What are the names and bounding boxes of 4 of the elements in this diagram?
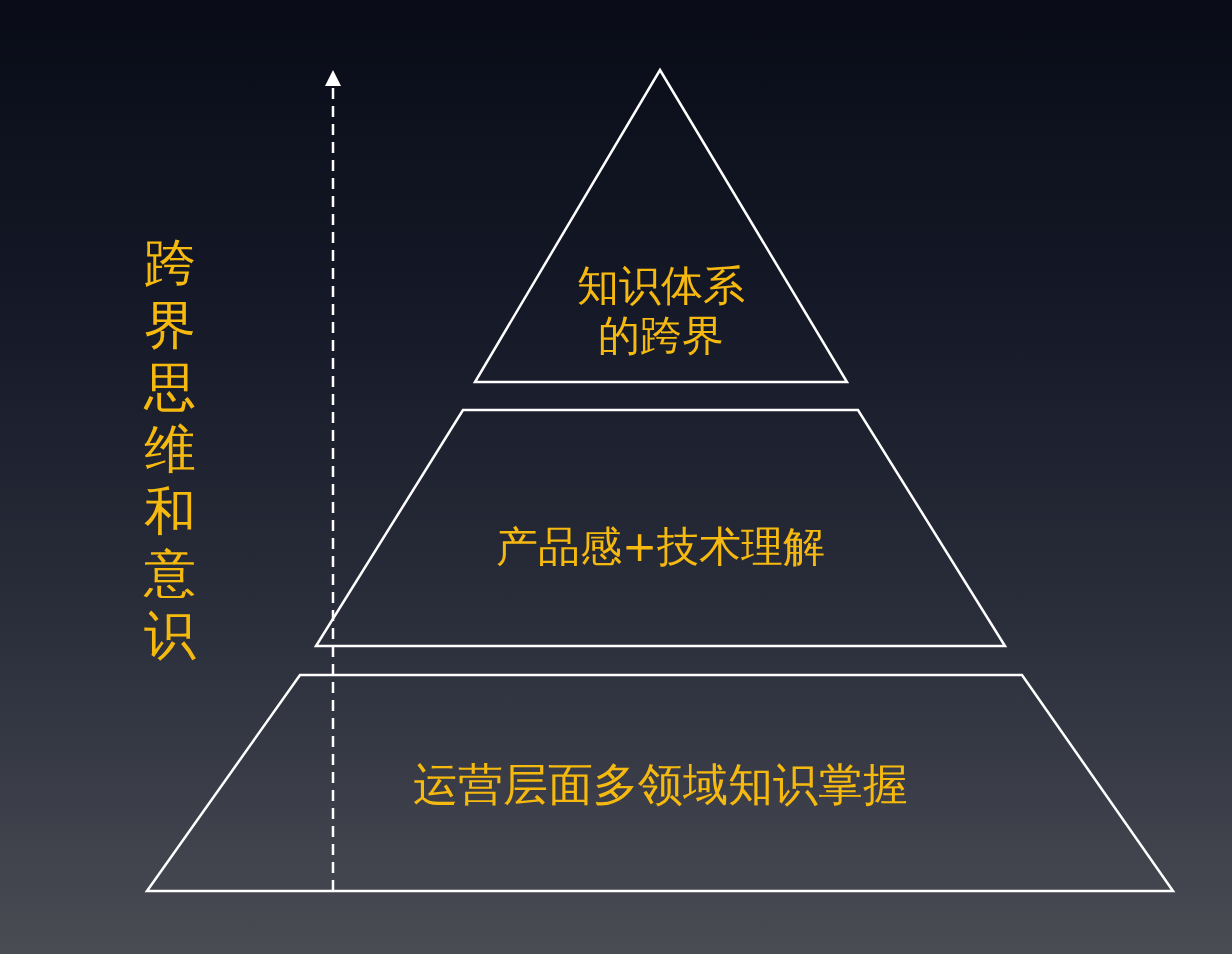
axis-label: 跨界思维和意识 [143, 232, 197, 666]
tier-label: 产品感+技术理解 [495, 521, 826, 573]
tier-label: 知识体系的跨界 [576, 260, 746, 362]
tier-label: 运营层面多领域知识掌握 [412, 758, 908, 812]
